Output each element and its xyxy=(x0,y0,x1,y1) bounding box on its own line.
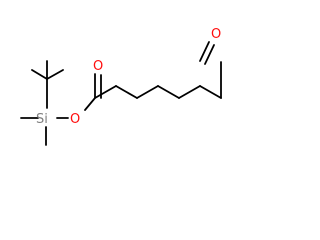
silicon-label: Si xyxy=(36,112,48,127)
aldehyde-oxygen-label: O xyxy=(211,27,221,42)
background xyxy=(0,0,265,158)
ester-oxygen-label: O xyxy=(70,112,80,127)
bond-c1-c2 xyxy=(94,85,117,99)
bond-aldehyde-c-o xyxy=(199,41,210,62)
molecule-structure: O O O Si xyxy=(0,0,265,158)
bond-c5-c6 xyxy=(178,85,201,99)
bonds xyxy=(20,41,222,146)
bond-tert-butyl-methyl-right xyxy=(46,69,64,80)
bond-c3-c4 xyxy=(136,85,159,99)
bond-c2-c3 xyxy=(115,85,138,99)
bond-tert-butyl-methyl-left xyxy=(31,69,48,80)
ester-carbonyl-oxygen-label: O xyxy=(93,59,103,74)
bond-c4-c5 xyxy=(157,85,180,99)
bond-c6-c7 xyxy=(199,85,222,99)
bond-aldehyde-c-o-second xyxy=(204,44,215,65)
bond-ester-c-o xyxy=(84,97,96,111)
structure-canvas: O O O Si xyxy=(0,0,265,158)
